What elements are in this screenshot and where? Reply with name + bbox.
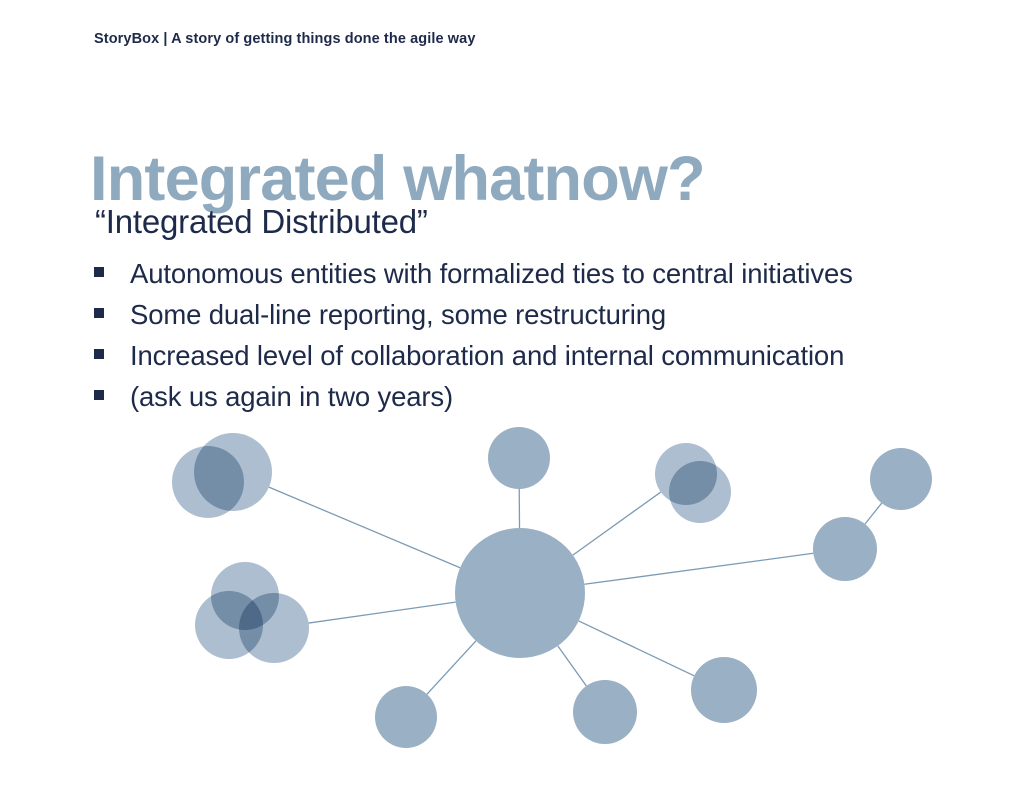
- network-edge: [864, 502, 883, 525]
- network-node: [239, 593, 309, 663]
- square-bullet-icon: [94, 267, 104, 277]
- network-edge: [426, 640, 477, 695]
- network-edge: [578, 620, 695, 677]
- list-item-label: Autonomous entities with formalized ties…: [130, 258, 853, 289]
- bullet-list: Autonomous entities with formalized ties…: [94, 253, 994, 417]
- network-edge: [308, 601, 456, 624]
- page-title: Integrated whatnow?: [90, 144, 706, 215]
- list-item: Some dual-line reporting, some restructu…: [94, 294, 994, 335]
- network-edge: [572, 491, 662, 556]
- network-node: [669, 461, 731, 523]
- network-node: [211, 562, 279, 630]
- list-item: Autonomous entities with formalized ties…: [94, 253, 994, 294]
- network-node: [375, 686, 437, 748]
- network-node: [573, 680, 637, 744]
- network-edge-layer: [268, 486, 883, 695]
- network-node: [195, 591, 263, 659]
- network-edge: [584, 552, 814, 585]
- network-node: [655, 443, 717, 505]
- slide-subtitle: “Integrated Distributed”: [95, 203, 428, 240]
- network-node: [455, 528, 585, 658]
- network-edge: [268, 486, 461, 569]
- square-bullet-icon: [94, 390, 104, 400]
- list-item-label: Some dual-line reporting, some restructu…: [130, 299, 667, 330]
- list-item-label: Increased level of collaboration and int…: [130, 340, 845, 371]
- square-bullet-icon: [94, 349, 104, 359]
- running-head: StoryBox | A story of getting things don…: [94, 31, 476, 47]
- list-item-label: (ask us again in two years): [130, 381, 454, 412]
- network-node: [172, 446, 244, 518]
- network-node-layer: [172, 427, 932, 748]
- network-node: [488, 427, 550, 489]
- network-node: [194, 433, 272, 511]
- network-node: [691, 657, 757, 723]
- network-node: [813, 517, 877, 581]
- network-edge: [557, 645, 587, 687]
- list-item: (ask us again in two years): [94, 376, 994, 417]
- square-bullet-icon: [94, 308, 104, 318]
- list-item: Increased level of collaboration and int…: [94, 335, 994, 376]
- network-node: [870, 448, 932, 510]
